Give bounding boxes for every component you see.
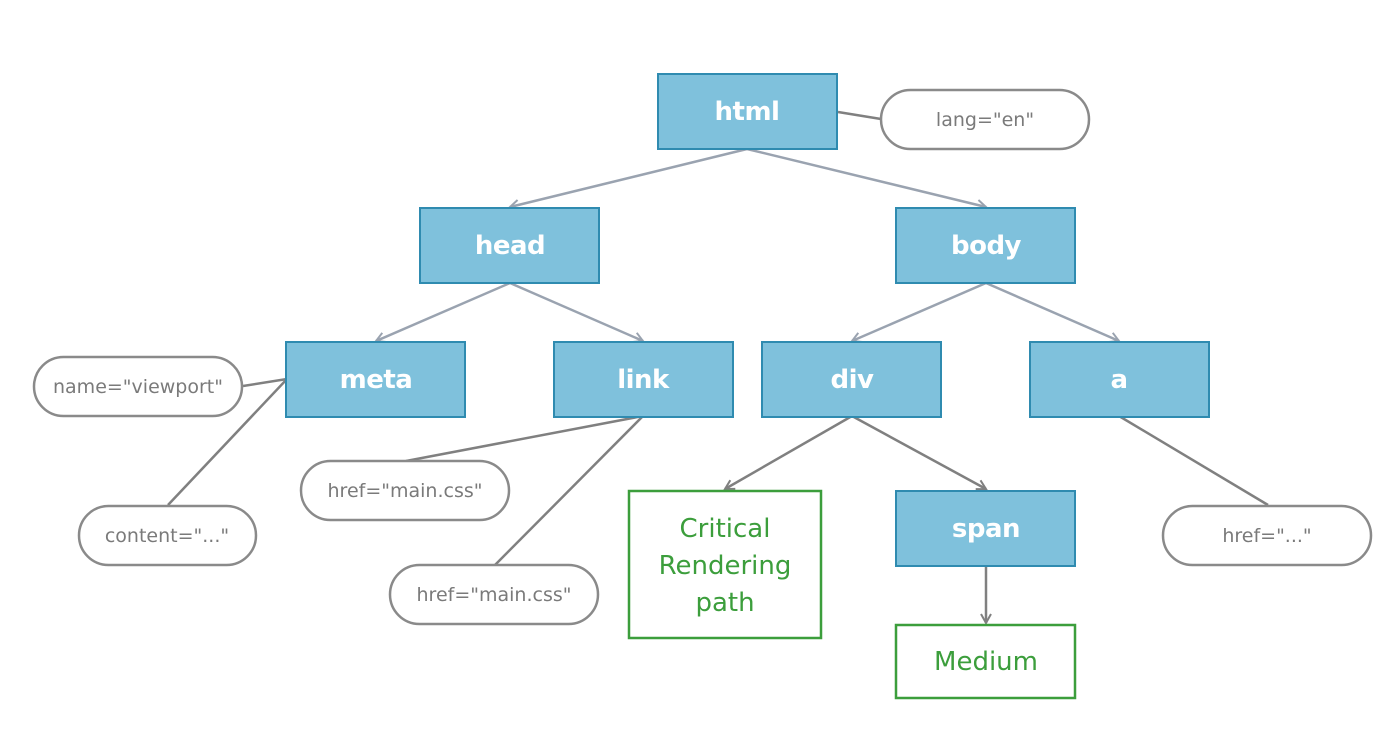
text-node-medium-label: Medium — [934, 647, 1038, 677]
edge-html-lang — [837, 110, 882, 121]
edge-head-meta — [376, 281, 511, 341]
edge-body-div — [852, 281, 987, 341]
edge-link-href-1 — [405, 414, 644, 463]
edge-div-span — [851, 414, 986, 491]
edge-div-critical — [725, 414, 853, 491]
attr-link-href-2-label: href="main.css" — [417, 584, 572, 606]
node-meta: meta — [285, 341, 466, 418]
attr-a-href-label: href="..." — [1222, 525, 1311, 547]
edge-html-head — [510, 147, 748, 207]
node-span: span — [895, 490, 1076, 567]
node-html: html — [657, 73, 838, 150]
attr-meta-name: name="viewport" — [32, 355, 244, 418]
text-node-line-3: path — [695, 588, 754, 618]
edge-head-link — [509, 281, 643, 341]
edge-meta-content — [167, 378, 288, 506]
node-span-label: span — [952, 514, 1020, 544]
attr-html-lang-label: lang="en" — [936, 109, 1034, 131]
node-link: link — [553, 341, 734, 418]
node-a-label: a — [1110, 365, 1127, 395]
edge-a-href — [1118, 414, 1269, 507]
node-meta-label: meta — [340, 365, 413, 395]
node-div-label: div — [831, 365, 875, 395]
node-body-label: body — [951, 231, 1022, 261]
attr-meta-content: content="..." — [77, 504, 258, 567]
text-node-critical-rendering-path: Critical Rendering path — [627, 489, 823, 640]
edge-html-body — [746, 147, 986, 207]
attr-meta-name-label: name="viewport" — [53, 376, 223, 398]
attr-a-href: href="..." — [1161, 504, 1373, 567]
attr-link-href-2: href="main.css" — [388, 563, 600, 626]
node-head: head — [419, 207, 600, 284]
edges — [167, 110, 1269, 623]
edge-meta-name — [242, 377, 288, 388]
attr-link-href-1-label: href="main.css" — [328, 480, 483, 502]
node-head-label: head — [475, 231, 545, 261]
text-node-medium: Medium — [894, 623, 1077, 700]
node-link-label: link — [617, 365, 670, 395]
node-html-label: html — [715, 97, 780, 127]
node-a: a — [1029, 341, 1210, 418]
node-div: div — [761, 341, 942, 418]
attr-link-href-1: href="main.css" — [299, 459, 511, 522]
edge-link-href-2 — [494, 415, 644, 566]
text-node-line-1: Critical — [680, 514, 771, 544]
attr-meta-content-label: content="..." — [105, 525, 229, 547]
edge-body-a — [985, 281, 1119, 341]
text-node-line-2: Rendering — [659, 551, 792, 581]
attr-html-lang: lang="en" — [879, 88, 1091, 151]
node-body: body — [895, 207, 1076, 284]
